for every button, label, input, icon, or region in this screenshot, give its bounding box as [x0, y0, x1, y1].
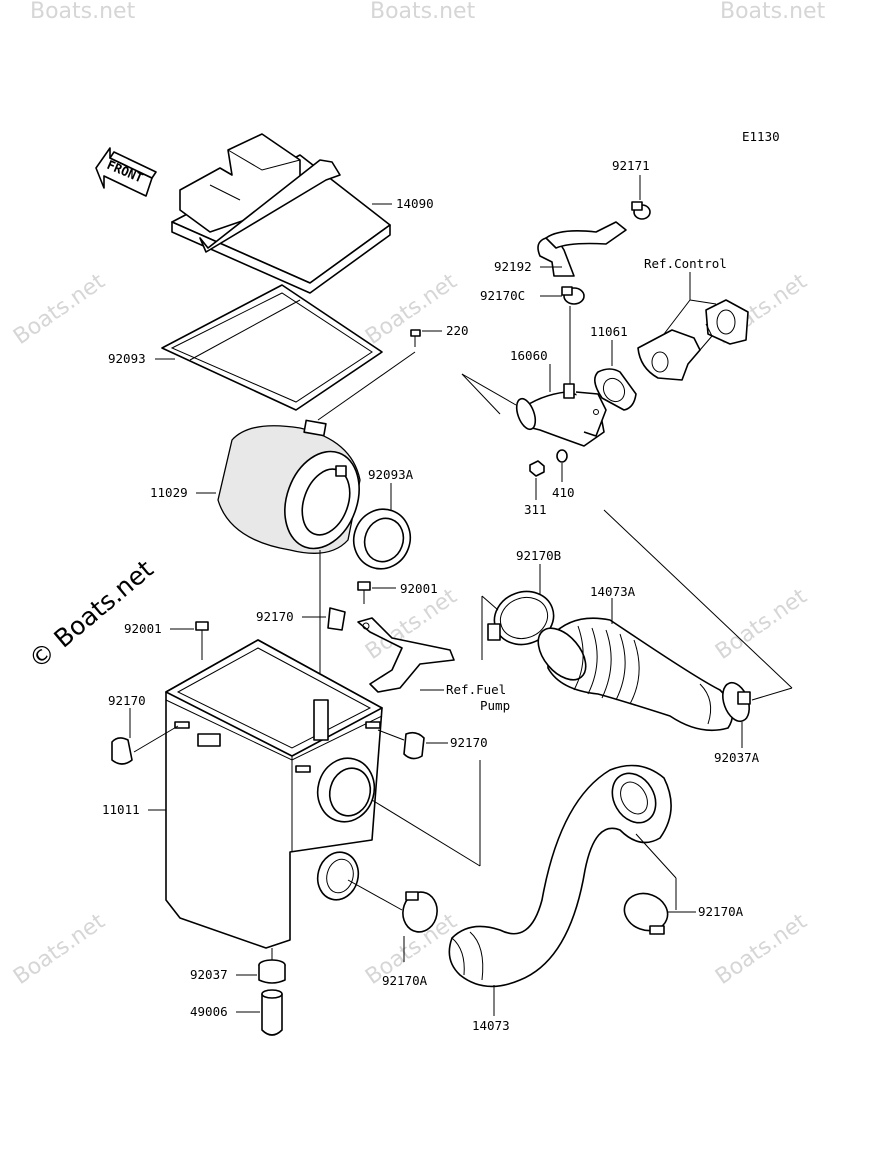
part-label-92037: 92037 [190, 967, 228, 982]
clamp-92170A-bottom [402, 891, 438, 933]
watermark-text: Boats.net [711, 909, 812, 990]
bolt-92001-left [195, 621, 209, 660]
air-box-cover [171, 133, 391, 294]
part-label-92037A: 92037A [714, 750, 760, 765]
control-bracket [637, 299, 749, 381]
part-label-92170C: 92170C [480, 288, 525, 303]
drain-tube-49006 [261, 989, 283, 1036]
gasket-11061 [594, 368, 637, 411]
nut-311 [529, 460, 545, 477]
part-label-92170-right: 92170 [450, 735, 488, 750]
bolt-92001-right [357, 581, 371, 604]
ref-fuel-pump-label-2: Pump [480, 698, 510, 713]
part-label-410: 410 [552, 485, 575, 500]
clip-92170-left [111, 737, 133, 765]
part-label-92170B: 92170B [516, 548, 561, 563]
ref-fuel-pump-label-1: Ref.Fuel [446, 682, 506, 697]
duct-hose-14073 [448, 764, 672, 988]
part-label-11011: 11011 [102, 802, 140, 817]
front-arrow-icon: FRONT [95, 147, 157, 197]
watermark-text: Boats.net [30, 0, 136, 24]
part-label-92171: 92171 [612, 158, 650, 173]
part-label-92001-right: 92001 [400, 581, 438, 596]
air-filter-11029 [217, 419, 361, 554]
bellows-duct-14073A [537, 617, 734, 732]
clip-92170-right [403, 731, 425, 760]
air-box-housing-11011 [165, 639, 383, 949]
part-label-92093A: 92093A [368, 467, 414, 482]
part-label-92192: 92192 [494, 259, 532, 274]
part-label-14090: 14090 [396, 196, 434, 211]
watermark-text: Boats.net [711, 584, 812, 665]
watermark-text: Boats.net [9, 909, 110, 990]
part-label-311: 311 [524, 502, 547, 517]
part-label-14073: 14073 [472, 1018, 510, 1033]
clamp-92170C [561, 286, 585, 305]
part-label-16060: 16060 [510, 348, 548, 363]
part-label-92001-left: 92001 [124, 621, 162, 636]
elbow-16060 [515, 383, 607, 447]
part-label-92093: 92093 [108, 351, 146, 366]
diagram-code: E1130 [742, 129, 780, 144]
watermark-text: Boats.net [370, 0, 476, 24]
ref-control-label: Ref.Control [644, 256, 727, 271]
washer-410 [556, 449, 568, 463]
clip-92170-top [327, 607, 346, 631]
part-label-92170-top: 92170 [256, 609, 294, 624]
clamp-92170B [487, 590, 555, 646]
part-label-220: 220 [446, 323, 469, 338]
part-label-92170A-bottom: 92170A [382, 973, 428, 988]
side-watermark: © Boats.net [23, 554, 159, 674]
clamp-92037A [722, 681, 751, 723]
clamp-92037 [258, 959, 286, 984]
clamp-92170A-right [623, 892, 669, 935]
gasket-92093 [161, 284, 383, 411]
screw-220 [410, 329, 421, 347]
seal-ring-92093A [352, 508, 412, 570]
part-label-14073A: 14073A [590, 584, 636, 599]
watermark-text: Boats.net [720, 0, 826, 24]
part-label-11029: 11029 [150, 485, 188, 500]
part-label-49006: 49006 [190, 1004, 228, 1019]
watermarks: Boats.net Boats.net Boats.net Boats.net … [9, 0, 825, 990]
part-label-92170A-right: 92170A [698, 904, 744, 919]
watermark-text: Boats.net [9, 269, 110, 350]
part-label-92170-left: 92170 [108, 693, 146, 708]
clamp-92171 [631, 201, 651, 220]
fuel-pump-bracket [357, 617, 455, 693]
hose-92192 [537, 221, 627, 277]
part-label-11061: 11061 [590, 324, 628, 339]
